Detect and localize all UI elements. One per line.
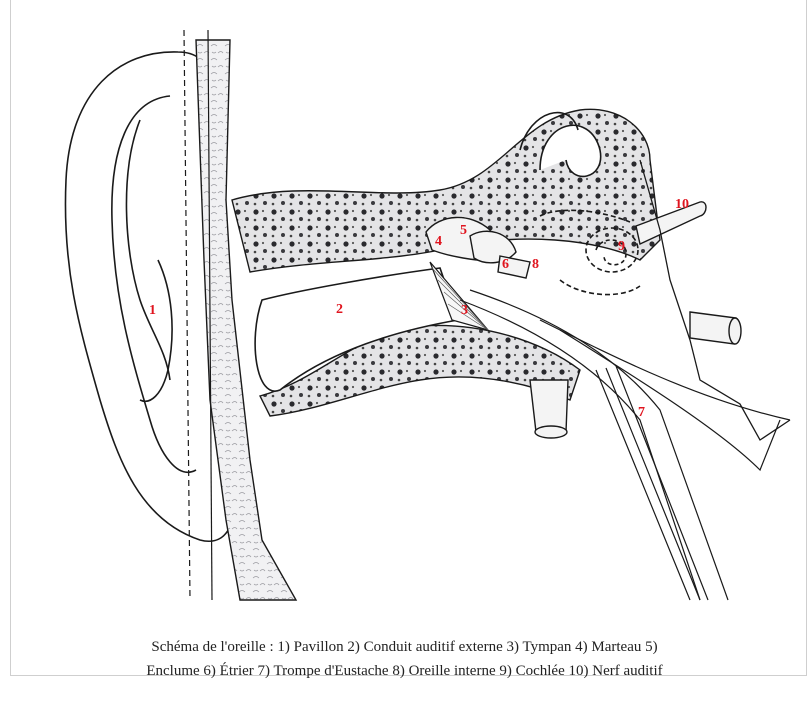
label-inner-ear: 8 bbox=[532, 257, 539, 272]
label-stapes: 6 bbox=[502, 257, 509, 272]
label-auditory-nerve: 10 bbox=[675, 197, 689, 212]
lower-vessel bbox=[530, 380, 568, 438]
label-eustachian-tube: 7 bbox=[638, 405, 645, 420]
ear-anatomy-diagram: 1 2 3 4 5 6 7 8 9 10 bbox=[0, 0, 809, 620]
label-pinna: 1 bbox=[149, 303, 156, 318]
figure-caption: Schéma de l'oreille : 1) Pavillon 2) Con… bbox=[20, 635, 789, 683]
label-cochlea: 9 bbox=[618, 239, 625, 254]
label-incus: 5 bbox=[460, 223, 467, 238]
vessel bbox=[690, 312, 741, 344]
label-malleus: 4 bbox=[435, 234, 442, 249]
caption-line-1: Schéma de l'oreille : 1) Pavillon 2) Con… bbox=[20, 635, 789, 659]
label-ear-canal: 2 bbox=[336, 302, 343, 317]
label-eardrum: 3 bbox=[461, 303, 468, 318]
caption-line-2: Enclume 6) Étrier 7) Trompe d'Eustache 8… bbox=[20, 659, 789, 683]
